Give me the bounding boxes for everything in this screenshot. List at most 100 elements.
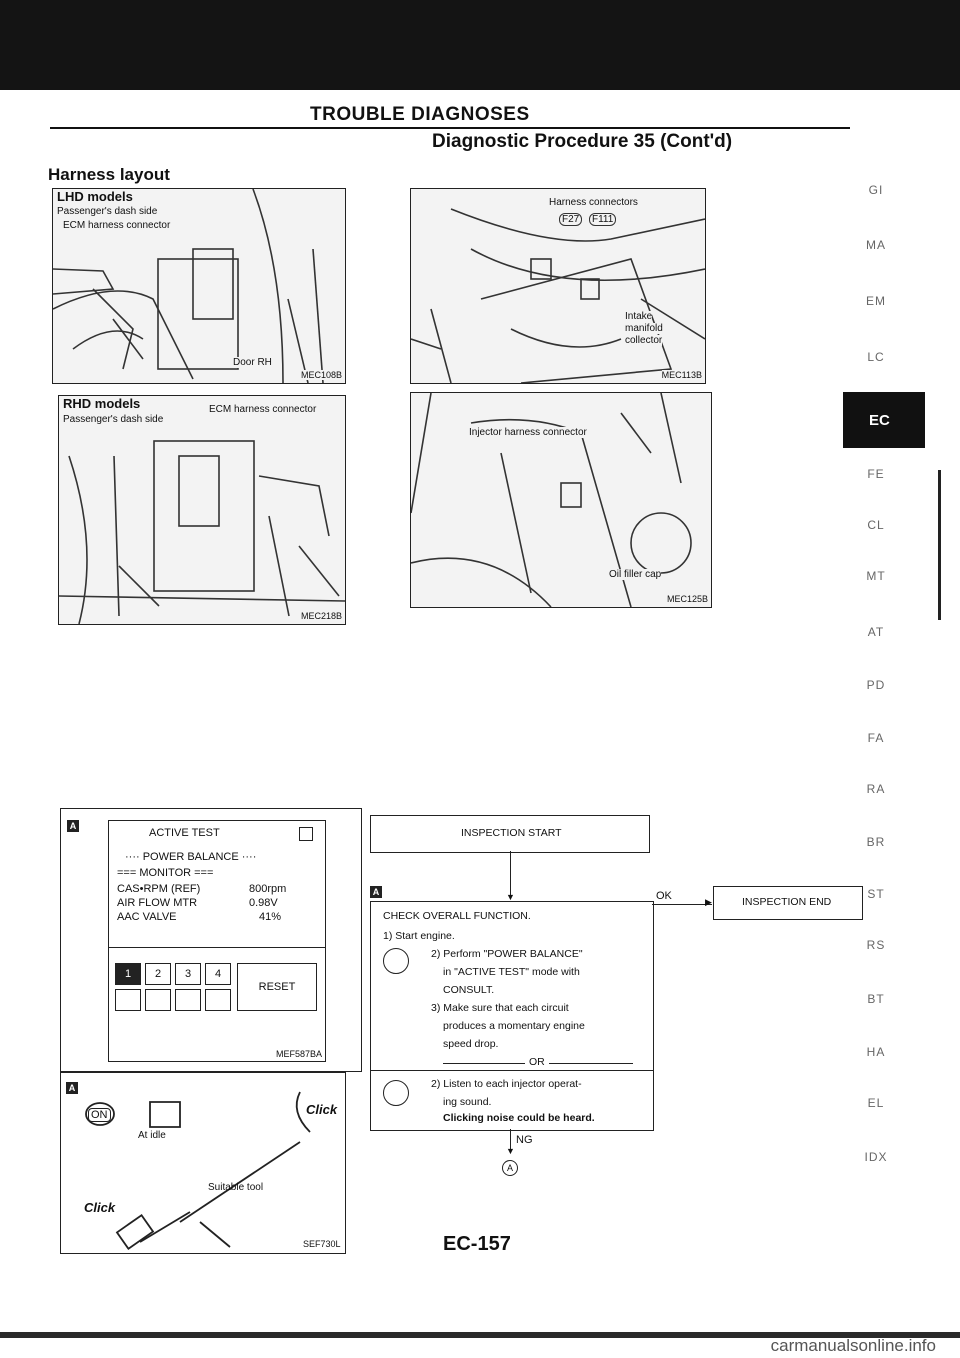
page-number: EC-157 [443,1233,511,1255]
ok-connector [652,904,712,905]
click-label: Click [306,1102,338,1117]
engine-top-code: MEC113B [661,370,702,380]
key-blank[interactable] [205,989,231,1011]
key-blank[interactable] [145,989,171,1011]
consult-panel [60,808,362,1072]
lhd-code: MEC108B [300,370,342,380]
top-black-band [0,0,960,90]
key-3[interactable]: 3 [175,963,201,985]
flow-alt-step: ing sound. [443,1096,492,1108]
side-tab-bt[interactable]: BT [867,992,885,1006]
suitable-tool-label: Suitable tool [208,1182,264,1193]
engine-label-connectors: Harness connectors [549,197,638,208]
consult-title: ACTIVE TEST [149,827,220,839]
rhd-label-dash: Passenger's dash side [63,414,164,425]
side-tab-st[interactable]: ST [867,887,885,901]
flow-alt-bold: Clicking noise could be heard. [443,1112,595,1124]
key-blank[interactable] [115,989,141,1011]
flow-connector [510,851,511,897]
consult-row-value: 800rpm [249,883,287,895]
side-tab-pd[interactable]: PD [866,678,886,692]
consult-code: MEF587BA [275,1049,322,1059]
flow-step: speed drop. [443,1038,499,1050]
lhd-label-ecm: ECM harness connector [63,220,171,231]
consult-screen: ACTIVE TEST ···· POWER BALANCE ···· === … [108,820,326,1062]
side-tab-gi[interactable]: GI [868,183,884,197]
lhd-illustration [53,189,324,383]
rhd-label-ecm: ECM harness connector [209,404,317,415]
side-tab-rs[interactable]: RS [866,938,886,952]
side-tab-fa[interactable]: FA [867,731,885,745]
side-tab-br[interactable]: BR [866,835,886,849]
inspection-end-box: INSPECTION END [713,886,863,920]
side-tab-cl[interactable]: CL [867,518,885,532]
side-tab-ra[interactable]: RA [866,782,886,796]
stethoscope-icon [383,1080,409,1106]
side-tab-el[interactable]: EL [867,1096,885,1110]
injector-label-oilcap: Oil filler cap [609,569,662,580]
checkbox-icon[interactable] [299,827,313,841]
engine-top-illustration [411,208,705,383]
engine-top-photo: Harness connectors F27 F111 Intake manif… [410,188,706,384]
flow-step: in "ACTIVE TEST" mode with [443,966,580,978]
next-step-marker: A [502,1160,518,1176]
flow-step: CONSULT. [443,984,495,996]
injector-label-connector: Injector harness connector [469,427,587,438]
consult-icon [383,948,409,974]
engine-label-f111: F111 [589,213,617,226]
inspection-start-box: INSPECTION START [370,815,650,853]
engine-label-collector: collector [625,335,663,346]
page-title: TROUBLE DIAGNOSES [310,104,530,125]
consult-row-label: CAS•RPM (REF) [117,883,201,895]
flow-alt-step: 2) Listen to each injector operat- [431,1078,582,1090]
lhd-label-door: Door RH [233,357,272,368]
flow-step: 1) Start engine. [383,930,455,942]
ng-label: NG [516,1134,533,1146]
engine-label-manifold: manifold [625,323,663,334]
ok-label: OK [656,890,672,902]
click-label: Click [84,1200,116,1215]
side-tab-idx[interactable]: IDX [864,1150,888,1164]
key-4[interactable]: 4 [205,963,231,985]
stethoscope-illustration [85,1091,311,1251]
side-tab-at[interactable]: AT [867,625,885,639]
side-tab-ec-active[interactable]: EC [843,392,925,448]
or-divider [371,1070,653,1071]
side-tab-fe[interactable]: FE [867,467,885,481]
key-2[interactable]: 2 [145,963,171,985]
right-arrow-icon: ▶ [705,897,712,907]
consult-row-value: 41% [259,911,282,923]
injector-photo: Injector harness connector Oil filler ca… [410,392,712,608]
engine-label-f27: F27 [559,213,583,226]
ng-connector [510,1129,511,1151]
lhd-heading: LHD models [57,189,133,204]
down-arrow-icon: ▼ [506,1146,515,1156]
inspection-end-text: INSPECTION END [742,896,832,908]
rhd-code: MEC218B [300,611,342,621]
consult-row-label: AAC VALVE [117,911,177,923]
side-tab-ha[interactable]: HA [866,1045,886,1059]
page-subtitle: Diagnostic Procedure 35 (Cont'd) [432,131,733,152]
injector-code: MEC125B [666,594,708,604]
side-tab-em[interactable]: EM [866,294,886,308]
consult-badge: A [67,820,79,832]
stethoscope-panel [60,1072,346,1254]
key-blank[interactable] [175,989,201,1011]
flow-step: 3) Make sure that each circuit [431,1002,569,1014]
side-tab-mt[interactable]: MT [866,569,886,583]
consult-row-value: 0.98V [249,897,278,909]
bottom-band [0,1332,960,1338]
rhd-heading: RHD models [63,396,141,411]
flow-step: 2) Perform "POWER BALANCE" [431,948,583,960]
stethoscope-badge: A [66,1082,78,1094]
key-1[interactable]: 1 [115,963,141,985]
side-tab-lc[interactable]: LC [867,350,885,364]
reset-key[interactable]: RESET [237,963,317,1011]
ign-on-icon: ON [88,1108,111,1122]
consult-line2: === MONITOR === [117,867,214,879]
consult-line1: ···· POWER BALANCE ···· [125,851,257,863]
rhd-illustration [59,440,345,624]
consult-row-label: AIR FLOW MTR [117,897,198,909]
check-function-box: CHECK OVERALL FUNCTION. 1) Start engine.… [370,901,654,1131]
side-tab-ma[interactable]: MA [866,238,886,252]
